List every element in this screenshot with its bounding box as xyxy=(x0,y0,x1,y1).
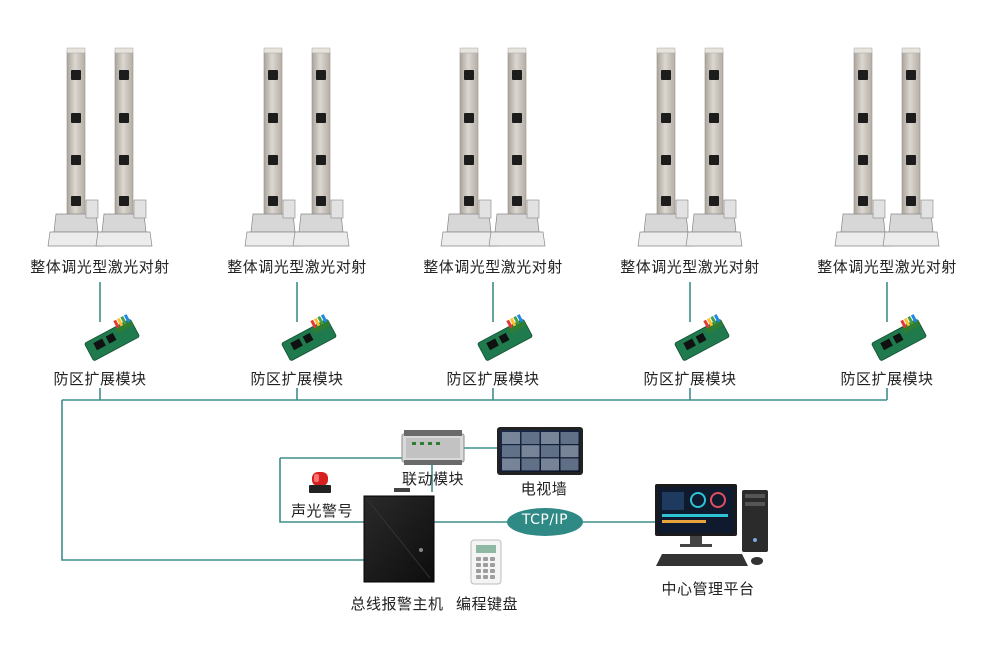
detector-label: 整体调光型激光对射 xyxy=(30,258,170,276)
video-wall-tile xyxy=(502,458,520,471)
beam-column xyxy=(637,47,695,247)
wire xyxy=(279,458,364,523)
wire xyxy=(61,400,364,561)
keypad-key xyxy=(476,569,481,573)
zone-module-label: 防区扩展模块 xyxy=(250,370,344,388)
beam-column xyxy=(244,47,302,247)
central-platform-label: 中心管理平台 xyxy=(661,580,755,598)
keypad-label: 编程键盘 xyxy=(455,595,519,613)
beam-column xyxy=(488,47,546,247)
beam-column xyxy=(834,47,892,247)
beam-column xyxy=(882,47,940,247)
zone-module-board xyxy=(281,314,337,361)
beam-column xyxy=(47,47,105,247)
linkage-module-label: 联动模块 xyxy=(401,470,465,488)
programming-keypad-device xyxy=(470,539,502,585)
keypad-key xyxy=(490,575,495,579)
alarm-host-label: 总线报警主机 xyxy=(350,595,444,613)
video-wall-device xyxy=(497,427,583,475)
beam-column xyxy=(440,47,498,247)
linkage-module-device xyxy=(401,430,465,465)
video-wall-tile xyxy=(541,432,559,444)
video-wall-tile xyxy=(502,445,520,458)
zone-module-label: 防区扩展模块 xyxy=(446,370,540,388)
video-wall-tile xyxy=(541,445,559,458)
keypad-key xyxy=(490,557,495,561)
video-wall-tile xyxy=(560,432,579,444)
keypad-key xyxy=(483,575,488,579)
beam-column xyxy=(292,47,350,247)
zone-module-label: 防区扩展模块 xyxy=(643,370,737,388)
zone-module-board xyxy=(477,314,533,361)
detector-label: 整体调光型激光对射 xyxy=(620,258,760,276)
detector-label: 整体调光型激光对射 xyxy=(227,258,367,276)
keypad-key xyxy=(483,557,488,561)
detector-pair xyxy=(244,47,350,247)
strobe-siren-device xyxy=(309,472,331,493)
video-wall-tile xyxy=(560,458,579,471)
video-wall-tile xyxy=(502,432,520,444)
zone-module-label: 防区扩展模块 xyxy=(53,370,147,388)
keypad-key xyxy=(483,569,488,573)
keypad-key xyxy=(476,557,481,561)
video-wall-tile xyxy=(560,445,579,458)
keypad-key xyxy=(476,563,481,567)
detector-pair xyxy=(834,47,940,247)
detector-label: 整体调光型激光对射 xyxy=(423,258,563,276)
keypad-key xyxy=(490,563,495,567)
tcp-ip-badge xyxy=(507,508,583,536)
keypad-key xyxy=(490,569,495,573)
beam-column xyxy=(685,47,743,247)
zone-module-label: 防区扩展模块 xyxy=(840,370,934,388)
video-wall-tile xyxy=(521,458,540,471)
video-wall-label: 电视墙 xyxy=(520,480,568,498)
zone-module-board xyxy=(871,314,927,361)
video-wall-tile xyxy=(521,432,540,444)
zone-expansion-modules xyxy=(84,314,927,361)
video-wall-tile xyxy=(521,445,540,458)
video-wall-tile xyxy=(541,458,559,471)
detector-label: 整体调光型激光对射 xyxy=(817,258,957,276)
keypad-key xyxy=(483,563,488,567)
central-platform-computer xyxy=(655,484,768,566)
beam-column xyxy=(95,47,153,247)
zone-module-board xyxy=(674,314,730,361)
bus-wiring xyxy=(61,282,888,561)
zone-module-board xyxy=(84,314,140,361)
network-label: TCP/IP xyxy=(521,512,569,528)
keypad-key xyxy=(476,575,481,579)
detector-pair xyxy=(440,47,546,247)
strobe-siren-label: 声光警号 xyxy=(290,502,354,520)
detector-pair xyxy=(637,47,743,247)
bus-alarm-host-device xyxy=(363,488,435,583)
laser-beam-detectors xyxy=(47,47,940,247)
detector-pair xyxy=(47,47,153,247)
